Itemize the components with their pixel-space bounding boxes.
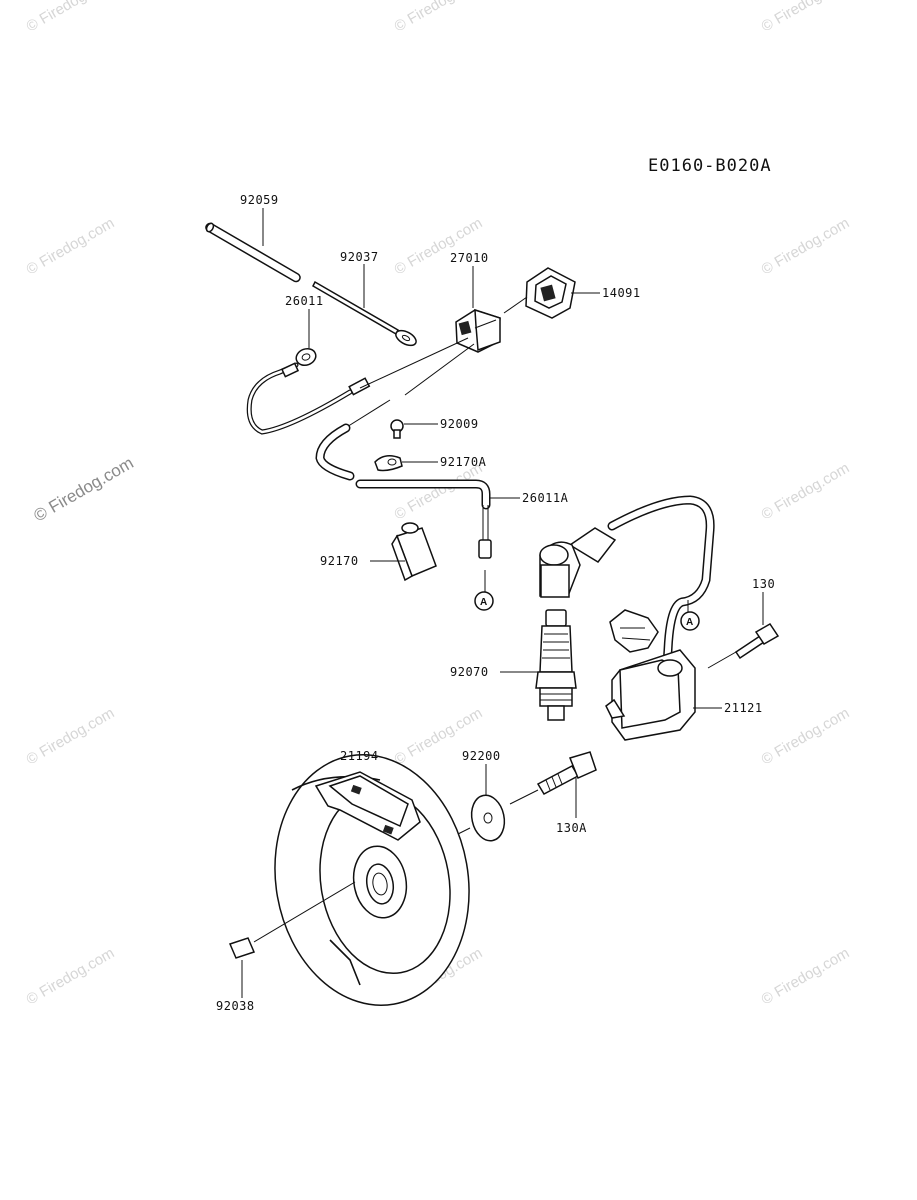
label-130A: 130A: [556, 821, 587, 835]
part-21121: 21121: [605, 609, 763, 741]
label-21121: 21121: [724, 701, 763, 715]
part-92037: 92037: [312, 250, 417, 347]
watermark: © Firedog.com: [24, 0, 118, 35]
label-21194: 21194: [340, 749, 379, 763]
label-26011A: 26011A: [522, 491, 569, 505]
part-92009: 92009: [390, 417, 479, 439]
part-92038: 92038: [216, 937, 256, 1013]
label-92038: 92038: [216, 999, 255, 1013]
watermark: © Firedog.com: [392, 214, 486, 278]
watermark: © Firedog.com: [24, 704, 118, 768]
part-21194: 21194: [253, 749, 470, 1006]
label-130: 130: [752, 577, 775, 591]
part-92070: 92070: [450, 609, 577, 721]
label-92059: 92059: [240, 193, 279, 207]
watermark: © Firedog.com: [392, 459, 486, 523]
diagram-code: E0160-B020A: [648, 156, 772, 176]
label-92170A: 92170A: [440, 455, 487, 469]
part-27010: 27010: [359, 251, 501, 396]
label-27010: 27010: [450, 251, 489, 265]
part-92059: 92059: [205, 193, 301, 283]
label-92070: 92070: [450, 665, 489, 679]
label-92200: 92200: [462, 749, 501, 763]
watermark: © Firedog.com: [392, 0, 486, 35]
part-26011A: 26011A A: [315, 399, 569, 611]
ref-marker-a: A: [480, 597, 487, 608]
label-92009: 92009: [440, 417, 479, 431]
part-92170: 92170: [320, 522, 437, 582]
part-92170A: 92170A: [374, 455, 487, 472]
part-26011: 26011: [246, 294, 371, 435]
part-14091: 14091: [503, 267, 641, 319]
label-92037: 92037: [340, 250, 379, 264]
watermark: © Firedog.com: [759, 459, 853, 523]
label-92170: 92170: [320, 554, 359, 568]
part-plug-cap: A: [539, 495, 715, 685]
watermark-main: © Firedog.com: [31, 453, 137, 525]
part-130A: 130A: [509, 751, 597, 835]
watermark: © Firedog.com: [24, 214, 118, 278]
watermark: © Firedog.com: [759, 0, 853, 35]
part-130: 130: [707, 577, 780, 669]
watermark: © Firedog.com: [759, 704, 853, 768]
ref-marker-a: A: [686, 617, 693, 628]
watermark: © Firedog.com: [24, 944, 118, 1008]
label-14091: 14091: [602, 286, 641, 300]
label-26011: 26011: [285, 294, 324, 308]
watermark: © Firedog.com: [759, 944, 853, 1008]
watermark: © Firedog.com: [759, 214, 853, 278]
